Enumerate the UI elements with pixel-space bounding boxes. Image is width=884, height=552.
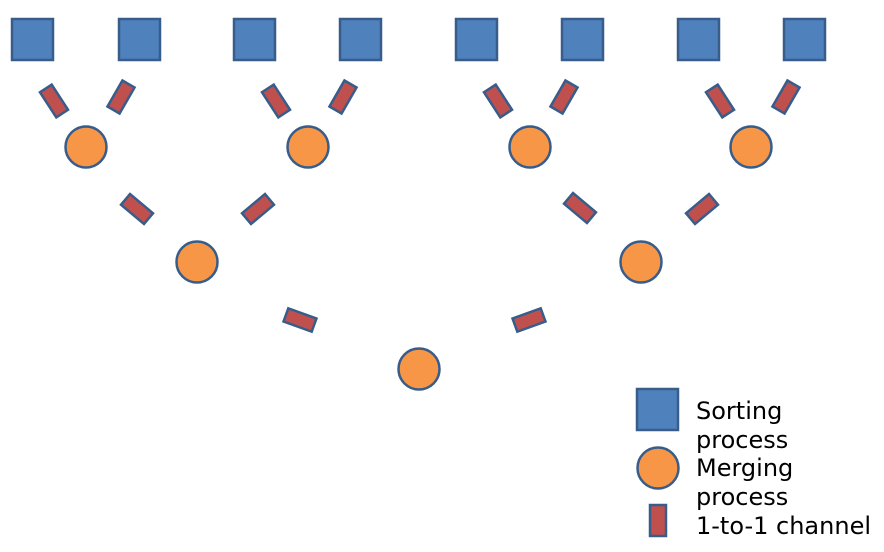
channel [327, 78, 359, 116]
merging-process-node [64, 125, 108, 169]
legend-sorting-line2: process [696, 426, 789, 454]
channel [105, 78, 137, 116]
channel [482, 82, 514, 120]
sorting-process-node [782, 17, 827, 62]
channel [770, 78, 802, 116]
channel [562, 191, 598, 225]
sorting-process-node [676, 17, 721, 62]
legend-channel-icon [648, 503, 668, 538]
merging-process-node [508, 125, 552, 169]
legend-sorting-label: Sorting process [696, 397, 788, 455]
channel [240, 192, 276, 226]
channel [260, 82, 292, 120]
sorting-process-node [560, 17, 605, 62]
channels [38, 78, 802, 334]
sorting-process-node [454, 17, 499, 62]
legend-merging-icon [636, 446, 680, 490]
merging-process-node [286, 125, 330, 169]
legend-channel-label: 1-to-1 channel [696, 512, 871, 541]
legend-merging-line1: Merging [696, 454, 794, 482]
channel [684, 192, 720, 226]
sorting-process-node [10, 17, 55, 62]
merging-process-nodes [64, 125, 773, 391]
channel [510, 306, 548, 334]
sorting-process-node [232, 17, 277, 62]
merging-process-node [619, 240, 663, 284]
channel [704, 82, 736, 120]
merging-process-node [397, 347, 441, 391]
channel [548, 78, 580, 116]
channel [38, 82, 70, 120]
channel [281, 306, 319, 334]
legend-sorting-icon [635, 387, 680, 432]
legend-symbols [635, 387, 680, 538]
sorting-process-nodes [10, 17, 827, 62]
legend-channel-line1: 1-to-1 channel [696, 512, 871, 540]
merging-process-node [729, 125, 773, 169]
channel [119, 192, 155, 226]
sorting-process-node [117, 17, 162, 62]
sorting-process-node [338, 17, 383, 62]
merging-process-node [175, 240, 219, 284]
legend-merging-label: Merging process [696, 454, 793, 512]
legend-sorting-line1: Sorting [696, 397, 783, 425]
legend-merging-line2: process [696, 483, 789, 511]
